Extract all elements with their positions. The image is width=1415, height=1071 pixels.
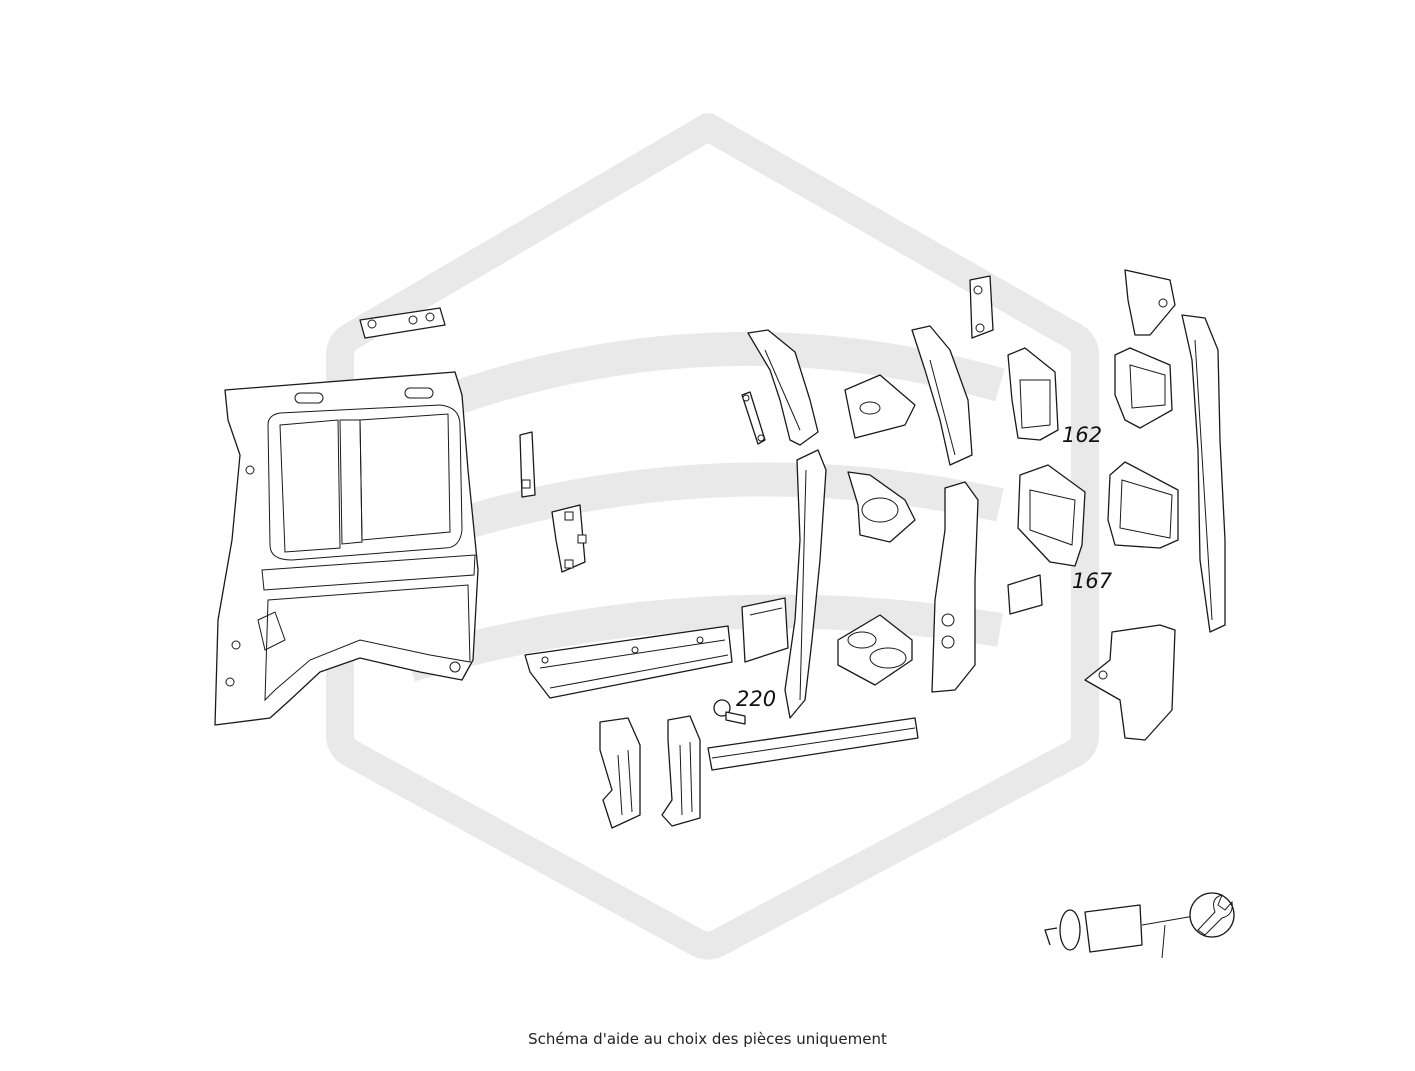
b-pillar-lower-part[interactable]: [784, 449, 827, 719]
rear-rail-part[interactable]: [1181, 314, 1226, 633]
b-pillar-upper-part[interactable]: [747, 329, 819, 446]
small-plate-part[interactable]: [519, 431, 536, 498]
right-box-bracket-lower-part[interactable]: [1084, 624, 1176, 741]
lower-box-bracket-part[interactable]: [837, 614, 913, 686]
wrench-icon: [1189, 892, 1235, 938]
right-box-bracket-middle-part[interactable]: [1107, 461, 1179, 549]
b-pillar-plate-part[interactable]: [741, 597, 789, 663]
part-167[interactable]: [1017, 464, 1086, 567]
adhesive-tube-icon: [1044, 904, 1201, 959]
lower-sill-strip-part[interactable]: [707, 717, 919, 771]
right-box-bracket-upper-part[interactable]: [1114, 347, 1173, 429]
bolt-part[interactable]: [713, 699, 746, 725]
sill-reinforcement-part[interactable]: [524, 625, 733, 699]
small-square-plate-part[interactable]: [1007, 574, 1043, 615]
diagram-caption: Schéma d'aide au choix des pièces unique…: [528, 1030, 887, 1048]
callout-162: 162: [1062, 423, 1102, 447]
top-right-bracket-part[interactable]: [1124, 269, 1176, 336]
middle-bracket-part[interactable]: [847, 471, 916, 543]
lower-bracket-left-part[interactable]: [599, 717, 641, 829]
side-panel-part[interactable]: [214, 371, 479, 726]
upper-bracket-part[interactable]: [844, 374, 916, 439]
roof-bracket-part[interactable]: [359, 307, 446, 339]
c-pillar-link-part[interactable]: [969, 275, 994, 339]
c-pillar-upper-part[interactable]: [911, 325, 973, 466]
lower-bracket-right-part[interactable]: [661, 715, 701, 827]
b-pillar-link-part[interactable]: [741, 391, 766, 445]
callout-167: 167: [1072, 569, 1113, 593]
c-pillar-lower-part[interactable]: [931, 481, 979, 693]
part-162[interactable]: [1007, 347, 1059, 441]
callout-220: 220: [736, 687, 776, 711]
mounting-bracket-part[interactable]: [551, 504, 587, 573]
